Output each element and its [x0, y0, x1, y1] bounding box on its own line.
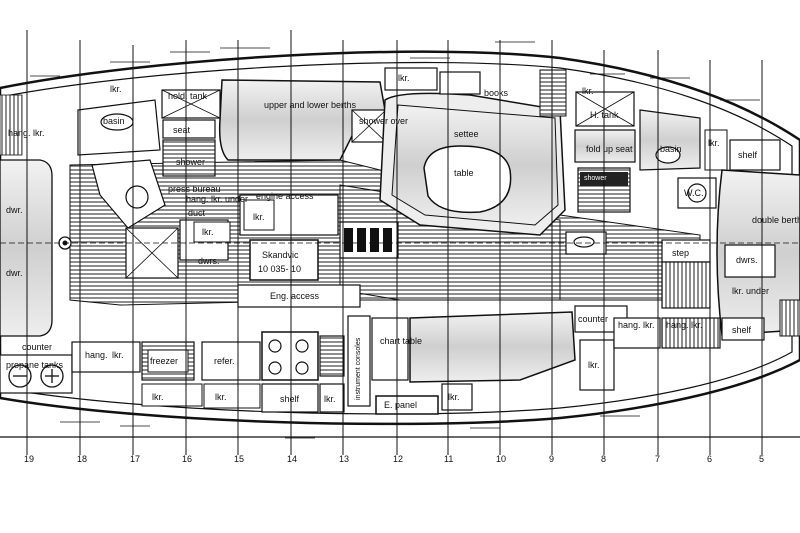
- station-18: 18: [77, 454, 87, 464]
- label-lkr-under: lkr. under: [732, 286, 769, 296]
- station-11: 11: [444, 454, 453, 464]
- aft-cabin: [0, 94, 73, 394]
- station-16: 16: [182, 454, 192, 464]
- aft-head: [77, 89, 221, 229]
- label-counter-aft: counter: [22, 342, 52, 352]
- label-lkr-aft: lkr.: [110, 84, 122, 94]
- label-shower-over: shower over: [359, 116, 408, 126]
- label-hang-lkr-aft: hang. lkr.: [8, 128, 45, 138]
- label-instrument-consoles: instrument consoles: [355, 337, 362, 400]
- label-hang-lkr-fwd-1: hang. lkr.: [618, 320, 655, 330]
- label-lkr-galley-end: lkr.: [324, 394, 336, 404]
- station-8: 8: [601, 454, 606, 464]
- label-shelf-galley: shelf: [280, 394, 300, 404]
- label-lkr-mid: lkr.: [202, 227, 214, 237]
- label-hang-aft-lower: hang.: [85, 350, 108, 360]
- label-upper-lower-berths: upper and lower berths: [264, 100, 357, 110]
- label-wc: W.C.: [684, 188, 704, 198]
- label-settee: settee: [454, 129, 479, 139]
- label-fold-up-seat: fold up seat: [586, 144, 633, 154]
- label-lkr-galley-aft: lkr.: [112, 350, 124, 360]
- label-lkr-saloon: lkr.: [398, 73, 410, 83]
- station-15: 15: [234, 454, 244, 464]
- label-h-tank: H. tank: [590, 110, 619, 120]
- label-duct: duct: [188, 208, 206, 218]
- label-books: books: [484, 88, 509, 98]
- label-lkr-engine: lkr.: [253, 212, 265, 222]
- forward-cabin: [661, 169, 800, 341]
- label-e-panel: E. panel: [384, 400, 417, 410]
- label-hang-lkr-under: hang. lkr. under: [186, 194, 248, 204]
- station-6: 6: [707, 454, 712, 464]
- label-dwrs-fwd: dwrs.: [736, 255, 758, 265]
- label-propane-tanks: propane tanks: [6, 360, 64, 370]
- label-shower: shower: [176, 157, 205, 167]
- station-5: 5: [759, 454, 764, 464]
- label-hold-tank: hold. tank: [168, 91, 208, 101]
- label-press-bureau: press bureau: [168, 184, 221, 194]
- label-skandvic: Skandvic: [262, 250, 299, 260]
- station-19: 19: [24, 454, 34, 464]
- label-table: table: [454, 168, 474, 178]
- station-numbers: 19 18 17 16 15 14 13 12 11 10 9 8 7 6 5: [24, 454, 764, 464]
- label-counter-fwd: counter: [578, 314, 608, 324]
- station-17: 17: [130, 454, 140, 464]
- engine-area: [125, 194, 399, 308]
- label-dwr-aft-lower: dwr.: [6, 268, 23, 278]
- quarter-berths: [218, 79, 387, 161]
- dimension-lines: [30, 41, 760, 439]
- frame-grid: [0, 30, 800, 455]
- label-eng-access: Eng. access: [270, 291, 320, 301]
- station-13: 13: [339, 454, 349, 464]
- label-basin-aft: basin: [103, 116, 125, 126]
- station-9: 9: [549, 454, 554, 464]
- label-lkr-head: lkr.: [708, 138, 720, 148]
- label-lkr-nav: lkr.: [448, 392, 460, 402]
- label-step: step: [672, 248, 689, 258]
- label-double-berth: double berth: [752, 215, 800, 225]
- label-shower-fwd: shower: [584, 175, 607, 182]
- station-14: 14: [287, 454, 297, 464]
- label-shelf-fwd: shelf: [738, 150, 758, 160]
- label-refer: refer.: [214, 356, 235, 366]
- label-skandvic-model: 10 035- 10: [258, 264, 301, 274]
- label-basin-fwd: basin: [660, 144, 682, 154]
- label-shelf-fwd-lower: shelf: [732, 325, 752, 335]
- label-engine-access: engine access: [256, 191, 314, 201]
- label-hang-lkr-fwd-2: hang. lkr.: [666, 320, 703, 330]
- saloon: [379, 67, 636, 255]
- station-10: 10: [496, 454, 506, 464]
- label-lkr-galley-lower-2: lkr.: [215, 392, 227, 402]
- room-labels: lkr. hold. tank basin hang. lkr. seat sh…: [6, 73, 800, 410]
- station-12: 12: [393, 454, 403, 464]
- label-lkr-fwd-lower: lkr.: [588, 360, 600, 370]
- station-7: 7: [655, 454, 660, 464]
- label-dwrs-mid: dwrs.: [198, 256, 220, 266]
- label-freezer: freezer: [150, 356, 178, 366]
- label-chart: chart table: [380, 336, 422, 346]
- label-seat: seat: [173, 125, 191, 135]
- label-lkr-fwd: lkr.: [582, 86, 594, 96]
- nav-station: [347, 305, 721, 415]
- label-dwr-aft-upper: dwr.: [6, 205, 23, 215]
- galley: [71, 331, 345, 413]
- label-lkr-galley-lower: lkr.: [152, 392, 164, 402]
